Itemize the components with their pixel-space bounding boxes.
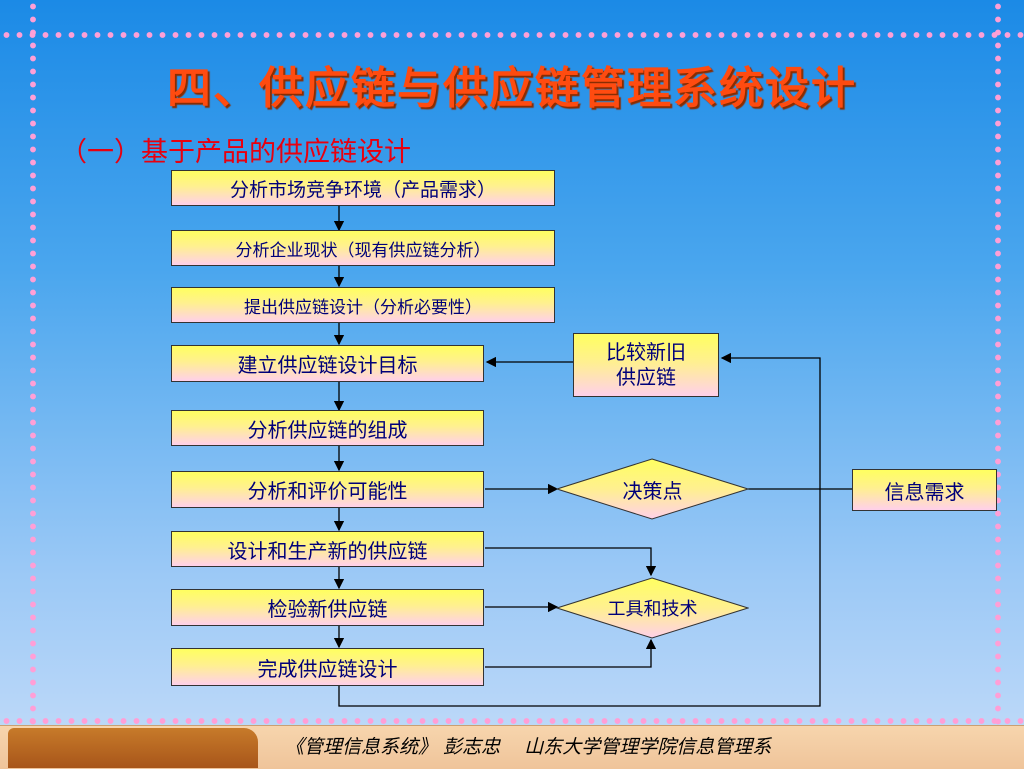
info-requirement-box: 信息需求 xyxy=(852,469,997,511)
flow-step-7: 设计和生产新的供应链 xyxy=(171,531,484,567)
decision-diamond xyxy=(556,458,749,520)
flow-step-2: 分析企业现状（现有供应链分析） xyxy=(171,230,555,266)
tools-diamond xyxy=(556,577,749,639)
section-subtitle: （一）基于产品的供应链设计 xyxy=(60,137,411,168)
flow-step-4: 建立供应链设计目标 xyxy=(171,345,484,382)
right-dotted-border xyxy=(994,0,1002,768)
left-dotted-border xyxy=(29,0,37,768)
top-dotted-border xyxy=(0,31,1024,39)
decision-point-label: 决策点 xyxy=(622,478,683,503)
flow-step-8: 检验新供应链 xyxy=(171,589,484,626)
flow-step-1: 分析市场竞争环境（产品需求） xyxy=(171,170,555,206)
compare-old-new-box: 比较新旧 供应链 xyxy=(573,333,719,397)
footer-text: 《管理信息系统》 彭志忠 山东大学管理学院信息管理系 xyxy=(285,736,772,758)
flow-step-6: 分析和评价可能性 xyxy=(171,471,484,508)
bottom-dotted-border xyxy=(0,717,1024,725)
flow-step-9: 完成供应链设计 xyxy=(171,648,484,686)
flow-step-3: 提出供应链设计（分析必要性） xyxy=(171,287,555,323)
footer-tab-decoration xyxy=(8,728,258,768)
flow-step-5: 分析供应链的组成 xyxy=(171,410,484,446)
tools-and-techniques-label: 工具和技术 xyxy=(607,599,698,620)
page-title: 四、供应链与供应链管理系统设计 xyxy=(167,63,857,114)
